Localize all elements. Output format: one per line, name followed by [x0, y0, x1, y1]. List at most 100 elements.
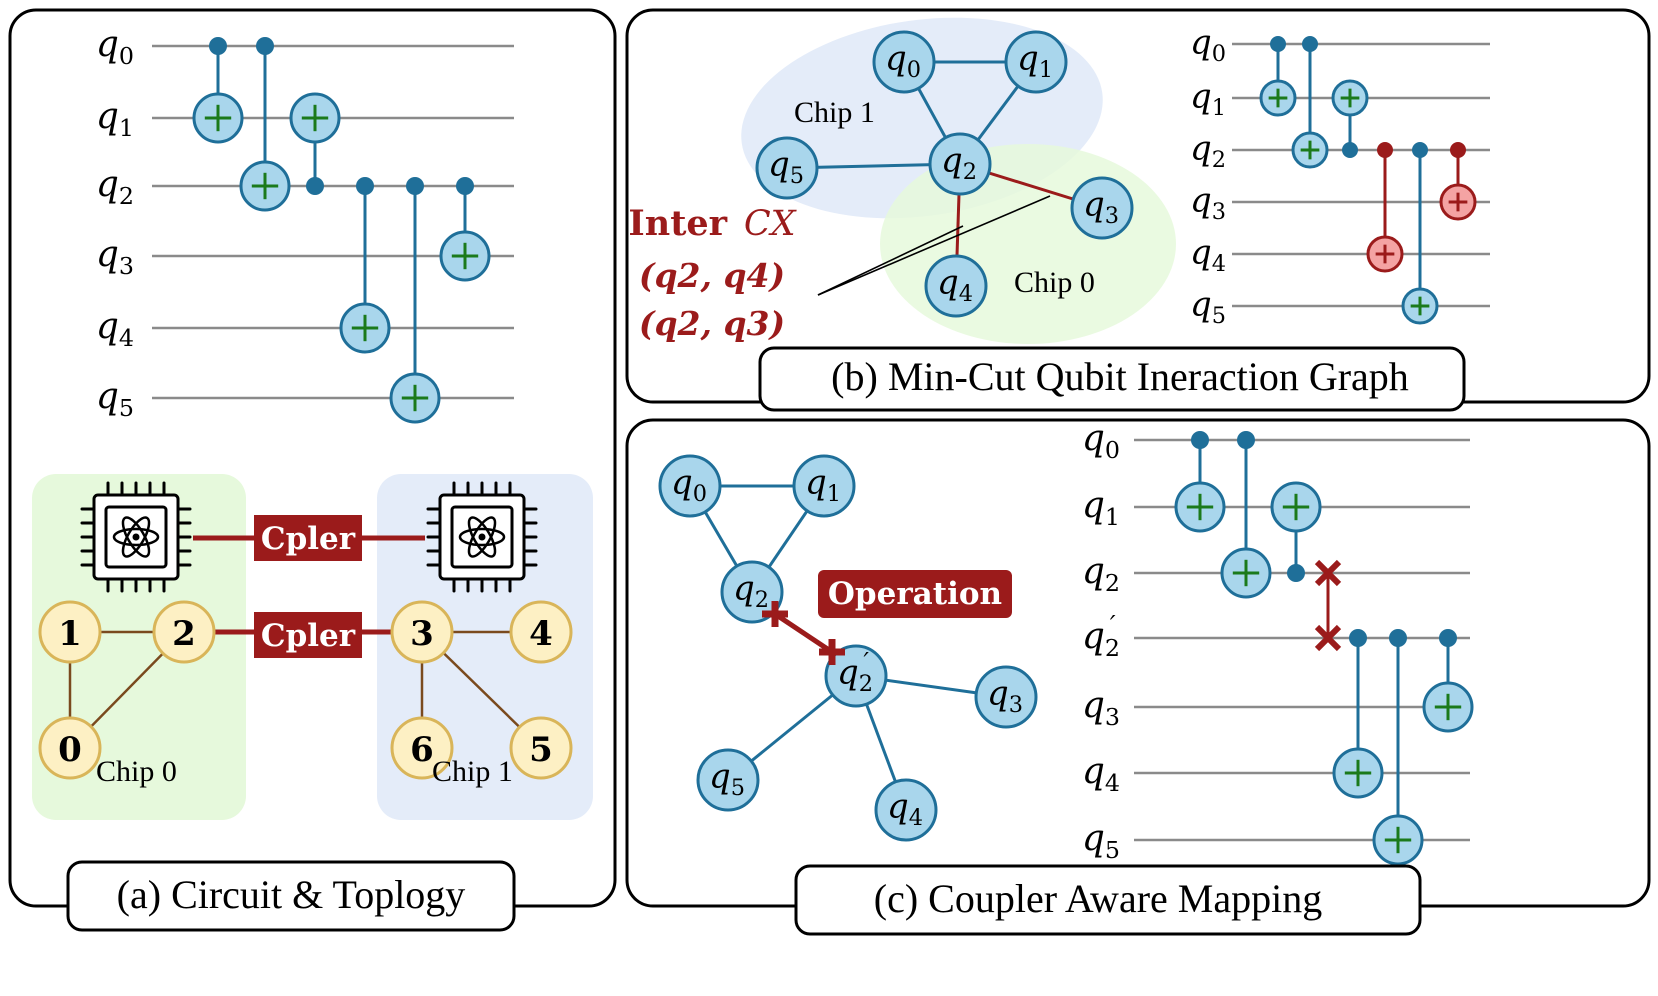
panel-b-chip0-label: Chip 0: [1014, 266, 1095, 299]
coupler-label-top: Cpler: [261, 521, 356, 557]
cnot-target: [389, 372, 441, 424]
swap-cross: [1314, 559, 1342, 587]
cnot-control: [1450, 142, 1466, 158]
qubit-label: q3: [1082, 685, 1120, 731]
svg-text:2: 2: [172, 614, 196, 654]
cnot-control: [1412, 142, 1428, 158]
qubit-label: q5: [96, 376, 134, 422]
qubit-label: q1: [96, 96, 134, 142]
svg-text:Inter CX: Inter CX: [628, 203, 797, 244]
cnot-target: [1270, 481, 1322, 533]
cnot-target: [439, 230, 491, 282]
qubit-label: q5: [1190, 285, 1226, 329]
svg-text:0: 0: [58, 730, 82, 770]
qubit-node: q2: [928, 132, 992, 196]
qubit-label: q0: [96, 24, 134, 70]
qubit-label: q1: [1082, 485, 1120, 531]
coupler-box-bottom: [254, 612, 362, 658]
cnot-control: [256, 37, 274, 55]
cnot-control: [1191, 431, 1209, 449]
qubit-node: q1: [792, 454, 856, 518]
cnot-control: [1349, 629, 1367, 647]
cnot-control: [1270, 36, 1286, 52]
svg-text:5: 5: [529, 730, 553, 770]
qubit-label: q3: [96, 234, 134, 280]
quantum-chip-icon: [80, 481, 192, 593]
cnot-target: [1401, 287, 1439, 325]
cnot-target: [1220, 547, 1272, 599]
svg-text:q2: q2: [733, 568, 769, 612]
svg-text:1: 1: [58, 614, 82, 654]
qubit-label: q2: [1082, 551, 1120, 597]
cnot-target: [1291, 131, 1329, 169]
panel-a-caption-box: [66, 860, 516, 932]
svg-text:q1: q1: [805, 462, 841, 506]
svg-text:q3: q3: [987, 673, 1023, 717]
qubit-label: q4: [96, 306, 134, 352]
swap-cross: [819, 639, 845, 665]
qubit-node: q2: [720, 560, 784, 624]
qubit-node: q5: [755, 136, 819, 200]
cnot-control: [306, 177, 324, 195]
inter-cx-annotation: Inter CX (q2, q4) (q2, q3): [628, 195, 1051, 343]
panel-c-caption: (c) Coupler Aware Mapping: [874, 876, 1322, 921]
cnot-control: [406, 177, 424, 195]
cnot-control: [1237, 431, 1255, 449]
physical-node: 5: [509, 716, 573, 780]
panel-b-chip1-label: Chip 1: [794, 96, 875, 129]
svg-text:q2: q2: [941, 140, 977, 184]
qubit-node: q0: [872, 30, 936, 94]
svg-text:q0: q0: [671, 462, 707, 506]
cnot-target: [1332, 747, 1384, 799]
cnot-target: [1422, 681, 1474, 733]
cnot-control: [1302, 36, 1318, 52]
chip0-label: Chip 0: [96, 755, 177, 788]
chip1-label: Chip 1: [432, 755, 513, 788]
coupler-label-bottom: Cpler: [261, 618, 356, 654]
svg-text:q2′: q2′: [837, 648, 873, 697]
svg-text:6: 6: [410, 730, 434, 770]
qubit-node: q5: [696, 748, 760, 812]
swap-cross: [762, 601, 788, 627]
panel-c-frame: [625, 418, 1651, 908]
qubit-label: q2: [96, 164, 134, 210]
svg-text:4: 4: [529, 614, 553, 654]
cnot-control: [456, 177, 474, 195]
coupler-box-top: [254, 515, 362, 561]
cnot-control: [1287, 564, 1305, 582]
panel-a-caption: (a) Circuit & Toplogy: [117, 872, 466, 917]
physical-node: 6: [390, 716, 454, 780]
physical-node: 2: [152, 600, 216, 664]
svg-text:q1: q1: [1017, 38, 1053, 82]
swap-cross: [1314, 624, 1342, 652]
qubit-node: q1: [1004, 30, 1068, 94]
physical-node: 0: [38, 716, 102, 780]
cnot-control: [1389, 629, 1407, 647]
qubit-label: q3: [1190, 181, 1226, 225]
qubit-node: q4: [924, 254, 988, 318]
operation-badge: [818, 570, 1012, 618]
qubit-label: q4: [1082, 751, 1120, 797]
quantum-chip-icon: [426, 481, 538, 593]
inter-pair-2: (q2, q3): [639, 304, 785, 343]
panel-b-graph: q0 q1 q5 q2 q3 q4: [755, 30, 1134, 318]
physical-node: 4: [509, 600, 573, 664]
cnot-target: [1331, 79, 1369, 117]
qubit-node: q0: [658, 454, 722, 518]
qubit-label: q0: [1082, 418, 1120, 464]
panel-c-caption-box: [794, 864, 1422, 936]
cnot-target: [339, 302, 391, 354]
inter-pair-1: (q2, q4): [639, 256, 785, 295]
cnot-target: [1366, 235, 1404, 273]
qubit-label: q1: [1190, 77, 1226, 121]
qubit-label: q4: [1190, 233, 1226, 277]
qubit-label: q5: [1082, 818, 1120, 864]
cnot-target: [192, 92, 244, 144]
qubit-node: q3: [974, 665, 1038, 729]
physical-node: 1: [38, 600, 102, 664]
qubit-node: q3: [1070, 176, 1134, 240]
cnot-control: [1342, 142, 1358, 158]
physical-node: 3: [390, 600, 454, 664]
